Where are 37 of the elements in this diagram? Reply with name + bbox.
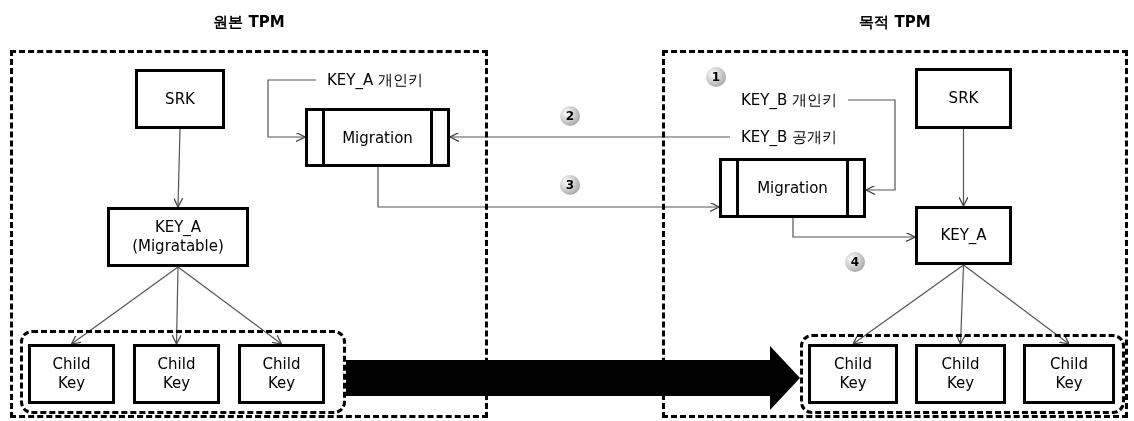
key-label: KEY_A 개인키 [316,68,434,92]
key-box: KEY_A [915,206,1012,265]
transfer-arrow [346,346,800,410]
arrow [962,264,1070,345]
key-box: SRK [915,68,1012,129]
region-title: 목적 TPM [858,13,932,32]
arrow [449,131,731,143]
child-key-group [20,330,346,414]
migration-process-box: Migration [305,108,450,167]
arrow [70,266,179,345]
arrow [792,217,916,243]
arrow [267,79,317,143]
key-label: KEY_B 개인키 [730,88,848,112]
step-number-badge: 2 [560,106,580,126]
arrow [955,264,966,345]
key-box: Child Key [1023,344,1115,404]
arrow [173,128,184,208]
key-box: Child Key [238,344,325,404]
key-label: KEY_B 공개키 [730,125,848,149]
arrow [847,99,896,196]
key-box: Child Key [28,344,115,404]
arrow [958,128,969,207]
region-title: 원본 TPM [212,13,286,32]
step-number-badge: 4 [845,252,865,272]
key-box: KEY_A (Migratable) [107,207,249,267]
step-number-badge: 1 [706,67,726,87]
arrow [177,266,283,345]
key-box: Child Key [133,344,220,404]
step-number-badge: 3 [560,175,580,195]
migration-process-box: Migration [719,158,866,218]
arrow [852,264,965,345]
arrow [171,266,182,345]
key-box: SRK [135,69,225,129]
key-box: Child Key [808,344,898,404]
arrow [377,166,720,213]
key-box: Child Key [915,344,1006,404]
child-key-group [800,334,1125,414]
